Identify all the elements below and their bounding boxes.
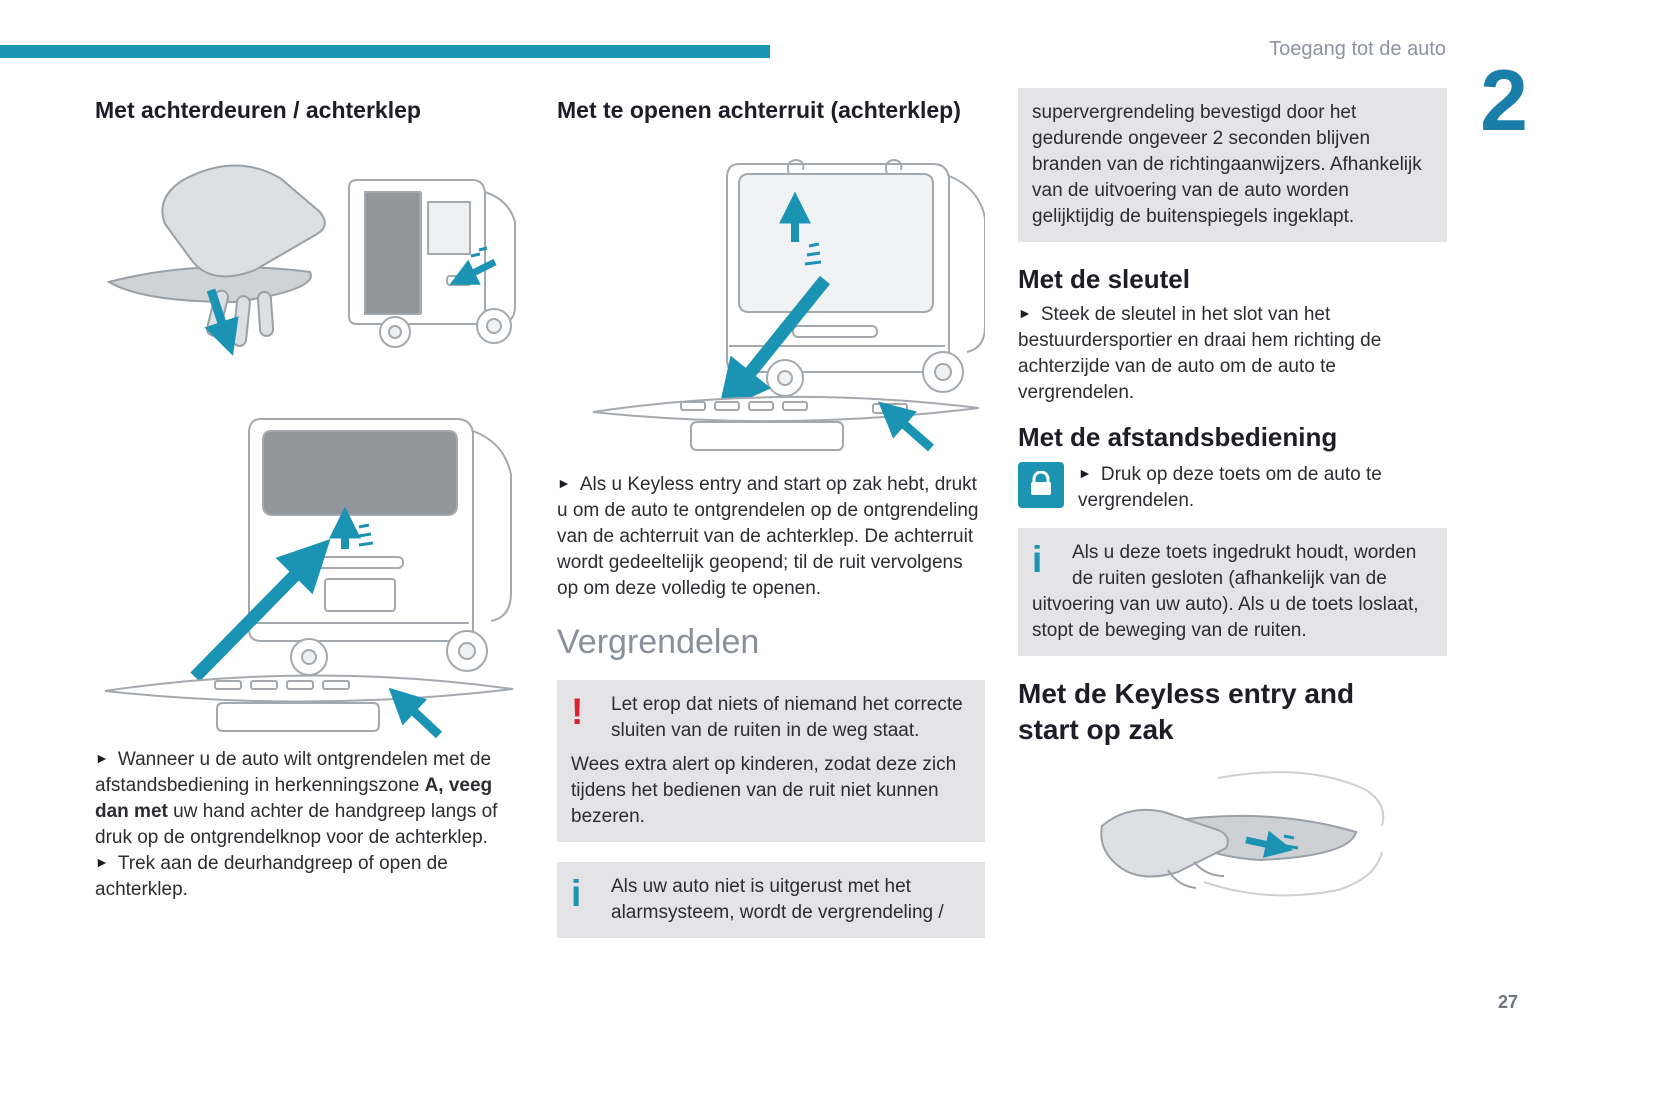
info-box-alarm: i Als uw auto niet is uitgerust met het … bbox=[557, 862, 985, 938]
info-icon: i bbox=[571, 873, 582, 914]
paragraph-text: uw hand achter de handgreep langs of dru… bbox=[95, 801, 498, 848]
hand-pull-handle-illustration bbox=[106, 164, 516, 356]
continuation-text: supervergrendeling bevestigd door het ge… bbox=[1032, 102, 1422, 227]
info-text: Als u deze toets ingedrukt houdt, worden… bbox=[1032, 542, 1419, 641]
lock-instruction-row: ►Druk op deze toets om de auto te vergre… bbox=[1018, 462, 1447, 514]
warning-icon: ! bbox=[571, 691, 584, 732]
lock-icon bbox=[1018, 462, 1064, 508]
warning-text-1: Let erop dat niets of niemand het correc… bbox=[611, 694, 963, 741]
section-heading-remote: Met de afstandsbediening bbox=[1018, 422, 1338, 452]
continuation-box: supervergrendeling bevestigd door het ge… bbox=[1018, 88, 1447, 242]
column-middle: Met te openen achterruit (achterklep) bbox=[557, 96, 985, 938]
paragraph-text: Druk op deze toets om de auto te vergren… bbox=[1078, 464, 1382, 511]
action-bullet-icon: ► bbox=[557, 475, 571, 491]
tailgate-unlock-illustration bbox=[104, 418, 514, 739]
section-heading-keyless: Met de Keyless entry and start op zak bbox=[1018, 676, 1447, 748]
paragraph-unlock-zone: ►Wanneer u de auto wilt ontgrendelen met… bbox=[95, 747, 521, 851]
action-bullet-icon: ► bbox=[95, 854, 109, 870]
warning-box: ! Let erop dat niets of niemand het corr… bbox=[557, 680, 985, 842]
chapter-divider-bar bbox=[0, 45, 770, 58]
info-icon: i bbox=[1032, 539, 1043, 580]
section-heading-rear-window: Met te openen achterruit (achterklep) bbox=[557, 97, 961, 123]
paragraph-pull-handle: ►Trek aan de deurhandgreep of open de ac… bbox=[95, 851, 521, 903]
paragraph-text: Steek de sleutel in het slot van het bes… bbox=[1018, 304, 1382, 403]
section-heading-key: Met de sleutel bbox=[1018, 264, 1190, 294]
action-bullet-icon: ► bbox=[1018, 305, 1032, 321]
action-bullet-icon: ► bbox=[1078, 465, 1092, 481]
chapter-number: 2 bbox=[1480, 53, 1528, 149]
padlock-glyph bbox=[1031, 471, 1051, 495]
paragraph-lock-remote: ►Druk op deze toets om de auto te vergre… bbox=[1078, 462, 1447, 514]
breadcrumb: Toegang tot de auto bbox=[1269, 38, 1446, 60]
action-bullet-icon: ► bbox=[95, 750, 109, 766]
paragraph-keyless-window: ►Als u Keyless entry and start op zak he… bbox=[557, 472, 985, 602]
section-heading-lock: Vergrendelen bbox=[557, 623, 760, 661]
rear-window-open-illustration bbox=[592, 158, 985, 452]
heading-line-1: Met de Keyless entry and bbox=[1018, 678, 1355, 709]
paragraph-text: Wanneer u de auto wilt ontgrendelen met … bbox=[95, 749, 492, 796]
warning-text-2: Wees extra alert op kinderen, zodat deze… bbox=[571, 754, 957, 827]
page-number: 27 bbox=[1497, 992, 1518, 1012]
info-box-windows: i Als u deze toets ingedrukt houdt, word… bbox=[1018, 528, 1447, 656]
paragraph-text-bold: A, veeg dan met bbox=[95, 775, 493, 822]
paragraph-text: Trek aan de deurhandgreep of open de ach… bbox=[95, 853, 448, 900]
section-heading-rear-doors: Met achterdeuren / achterklep bbox=[95, 97, 421, 123]
paragraph-key: ►Steek de sleutel in het slot van het be… bbox=[1018, 302, 1447, 406]
paragraph-text: Als u Keyless entry and start op zak heb… bbox=[557, 474, 979, 599]
keyless-hand-illustration bbox=[1100, 771, 1385, 897]
column-right: supervergrendeling bevestigd door het ge… bbox=[1018, 88, 1447, 915]
info-text: Als uw auto niet is uitgerust met het al… bbox=[611, 876, 944, 923]
heading-line-2: start op zak bbox=[1018, 714, 1174, 745]
column-left: Met achterdeuren / achterklep bbox=[95, 96, 521, 903]
